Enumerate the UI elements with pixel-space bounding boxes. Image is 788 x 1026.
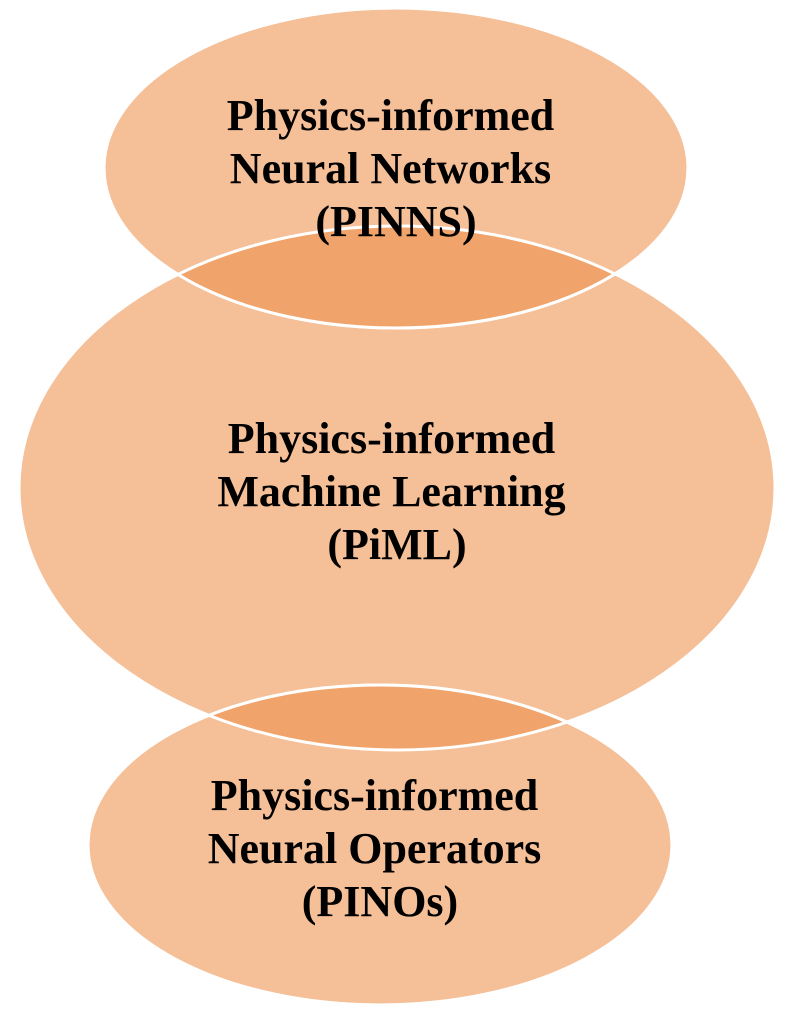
piml-label-line-1: Physics-informed: [228, 414, 556, 463]
piml-label-line-3: (PiML): [327, 520, 466, 569]
pinos-label-line-2: Neural Operators: [208, 824, 542, 873]
pinns-label-line-1: Physics-informed: [227, 91, 555, 140]
piml-label: Physics-informed Machine Learning (PiML): [217, 414, 576, 569]
pinos-outline: [86, 683, 674, 1007]
piml-label-line-2: Machine Learning: [217, 467, 565, 516]
pinns-label-line-2: Neural Networks: [230, 144, 551, 193]
pinos-label: Physics-informed Neural Operators (PINOs…: [208, 771, 553, 926]
pinns-outline: [102, 6, 690, 330]
pinns-label: Physics-informed Neural Networks (PINNS): [227, 91, 566, 246]
pinns-label-line-3: (PINNS): [315, 197, 476, 246]
piml-outline-bottom: [88, 685, 672, 752]
pinos-label-line-3: (PINOs): [302, 877, 458, 926]
pinos-label-line-1: Physics-informed: [211, 771, 539, 820]
piml-outline-top: [104, 224, 688, 328]
